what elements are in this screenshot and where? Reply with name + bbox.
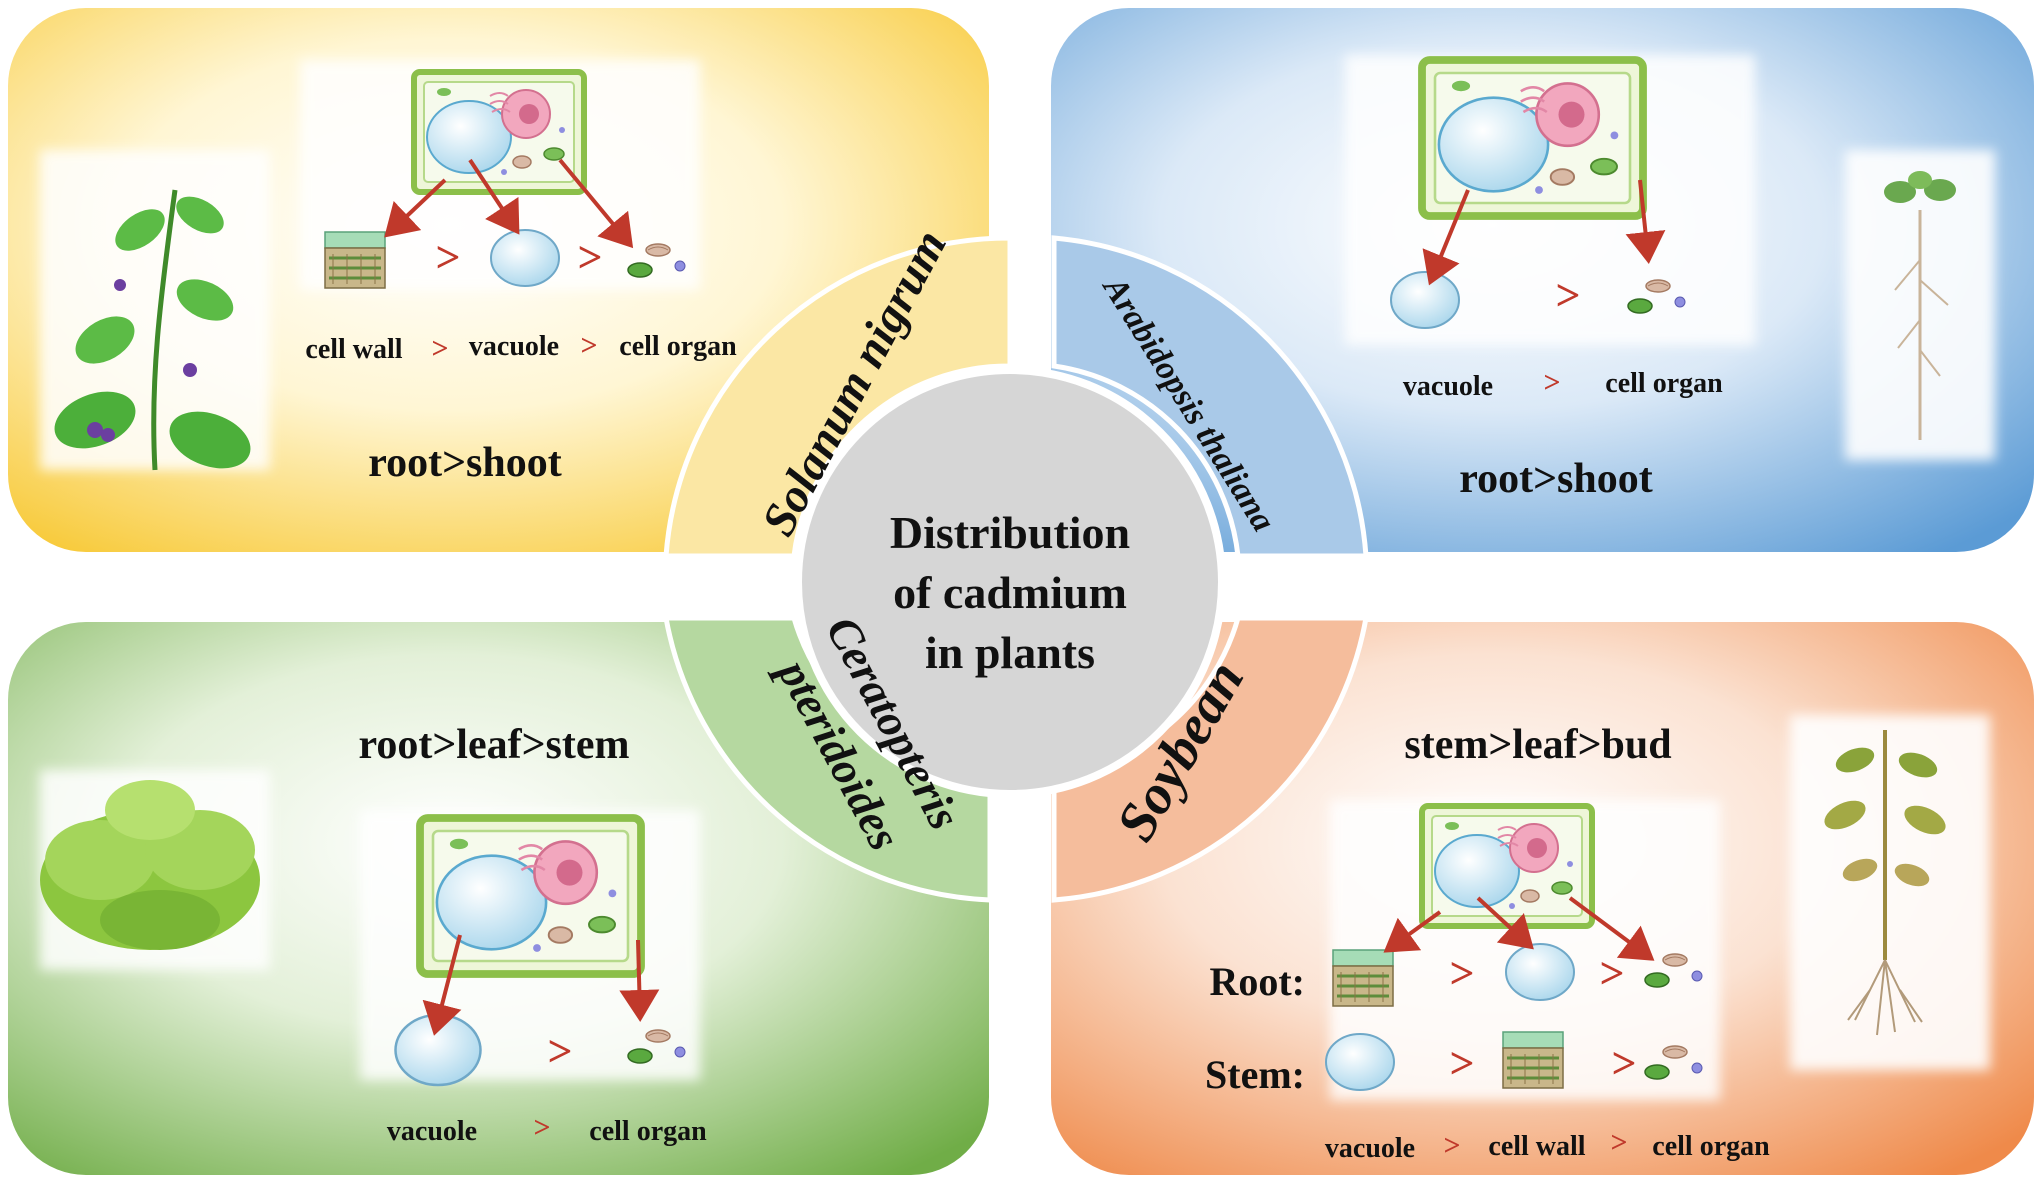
br-root-gt-1: >: [1449, 949, 1474, 998]
bottom-left-cell-diagram: >: [360, 810, 700, 1087]
top-left-plant-image: [40, 150, 270, 471]
tl-label-gt-1: >: [431, 332, 448, 365]
tr-label-gt-1: >: [1543, 366, 1560, 399]
br-stem-gt-1: >: [1449, 1039, 1474, 1088]
bl-cell-organ-label: cell organ: [589, 1116, 707, 1147]
tl-gt-2: >: [577, 233, 602, 282]
bl-label-gt-1: >: [533, 1111, 550, 1144]
br-stem-gt-2: >: [1611, 1039, 1636, 1088]
species-ring: [663, 235, 1369, 903]
center-title-line-2: of cadmium: [893, 567, 1127, 618]
top-right-plant-image: [1845, 150, 1995, 460]
br-stem-label: Stem:: [1205, 1052, 1305, 1097]
top-right-cell-diagram: >: [1345, 55, 1755, 345]
tr-vacuole-label: vacuole: [1403, 371, 1493, 402]
tl-cell-organ-label: cell organ: [619, 331, 737, 362]
tr-organ-order: root>shoot: [1459, 456, 1653, 502]
tl-vacuole-label: vacuole: [469, 331, 559, 362]
center-circle: [794, 366, 1226, 798]
br-label-gt-1: >: [1443, 1129, 1460, 1162]
br-cell-organ-label: cell organ: [1652, 1131, 1770, 1162]
tl-cell-wall-label: cell wall: [305, 334, 402, 365]
bl-vacuole-label: vacuole: [387, 1116, 477, 1147]
tr-gt-1: >: [1555, 271, 1580, 320]
bl-organ-order: root>leaf>stem: [359, 722, 630, 768]
tr-cell-organ-label: cell organ: [1605, 368, 1723, 399]
tl-label-gt-2: >: [580, 329, 597, 362]
br-vacuole-label: vacuole: [1325, 1133, 1415, 1164]
center-title-line-1: Distribution: [890, 507, 1130, 558]
bl-gt-1: >: [547, 1027, 572, 1076]
tl-organ-order: root>shoot: [368, 440, 562, 486]
br-root-gt-2: >: [1599, 949, 1624, 998]
br-organ-order: stem>leaf>bud: [1404, 722, 1671, 768]
bottom-right-plant-image: [1790, 715, 1990, 1070]
tl-gt-1: >: [435, 233, 460, 282]
br-root-label: Root:: [1209, 959, 1305, 1004]
br-cell-wall-label: cell wall: [1488, 1131, 1585, 1162]
bottom-left-plant-image: [40, 770, 270, 970]
top-left-cell-diagram: > >: [300, 60, 700, 290]
br-label-gt-2: >: [1610, 1126, 1627, 1159]
center-title-line-3: in plants: [925, 627, 1095, 678]
bottom-right-cell-diagram: > > > >: [1325, 800, 1720, 1100]
